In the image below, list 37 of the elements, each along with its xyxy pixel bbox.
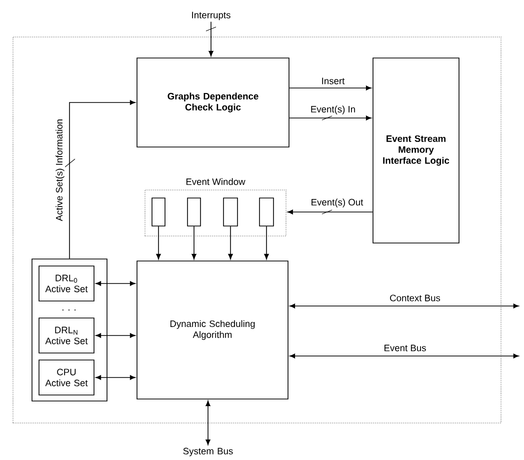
register-slot <box>259 198 274 226</box>
arrow <box>192 226 196 260</box>
arrow <box>208 21 214 56</box>
arrow <box>228 226 233 260</box>
signal-label: System Bus <box>183 448 233 456</box>
arrow <box>96 375 136 380</box>
arrow <box>289 86 372 90</box>
arrow <box>290 304 519 308</box>
edge-label: Insert <box>320 77 346 85</box>
edge-label: Event(s) Out <box>310 198 364 208</box>
boundary-box <box>12 36 502 424</box>
register-slot <box>223 198 238 226</box>
process-box: Dynamic Scheduling Algorithm <box>136 260 288 400</box>
process-box: Event Stream Memory Interface Logic <box>372 58 460 244</box>
register-slot <box>152 198 166 226</box>
edge-label: Context Bus <box>388 294 442 302</box>
arrow <box>289 116 372 120</box>
register-slot <box>187 198 201 226</box>
active-set-box: DRL$_{0}$ Active Set <box>38 266 94 302</box>
signal-label: Interrupts <box>192 12 230 20</box>
process-box: Graphs Dependence Check Logic <box>136 58 290 148</box>
active-set-box: DRL$_{N}$ Active Set <box>38 318 94 354</box>
arrow <box>290 354 519 358</box>
active-set-box: CPU Active Set <box>38 360 94 396</box>
arrow <box>287 210 373 214</box>
arrow <box>96 281 136 286</box>
container-box <box>32 258 108 402</box>
arrow <box>206 400 210 446</box>
edge-label: Event Bus <box>383 344 427 352</box>
node-label: Event Window <box>186 178 246 186</box>
arrow <box>156 226 161 260</box>
edge-label: Active Set(s) Information <box>54 118 66 222</box>
arrow <box>264 226 269 260</box>
edge-label: Event(s) In <box>310 104 356 116</box>
event-window-box: Event Window <box>144 178 286 236</box>
arrow <box>96 333 136 338</box>
arrow <box>69 100 136 259</box>
